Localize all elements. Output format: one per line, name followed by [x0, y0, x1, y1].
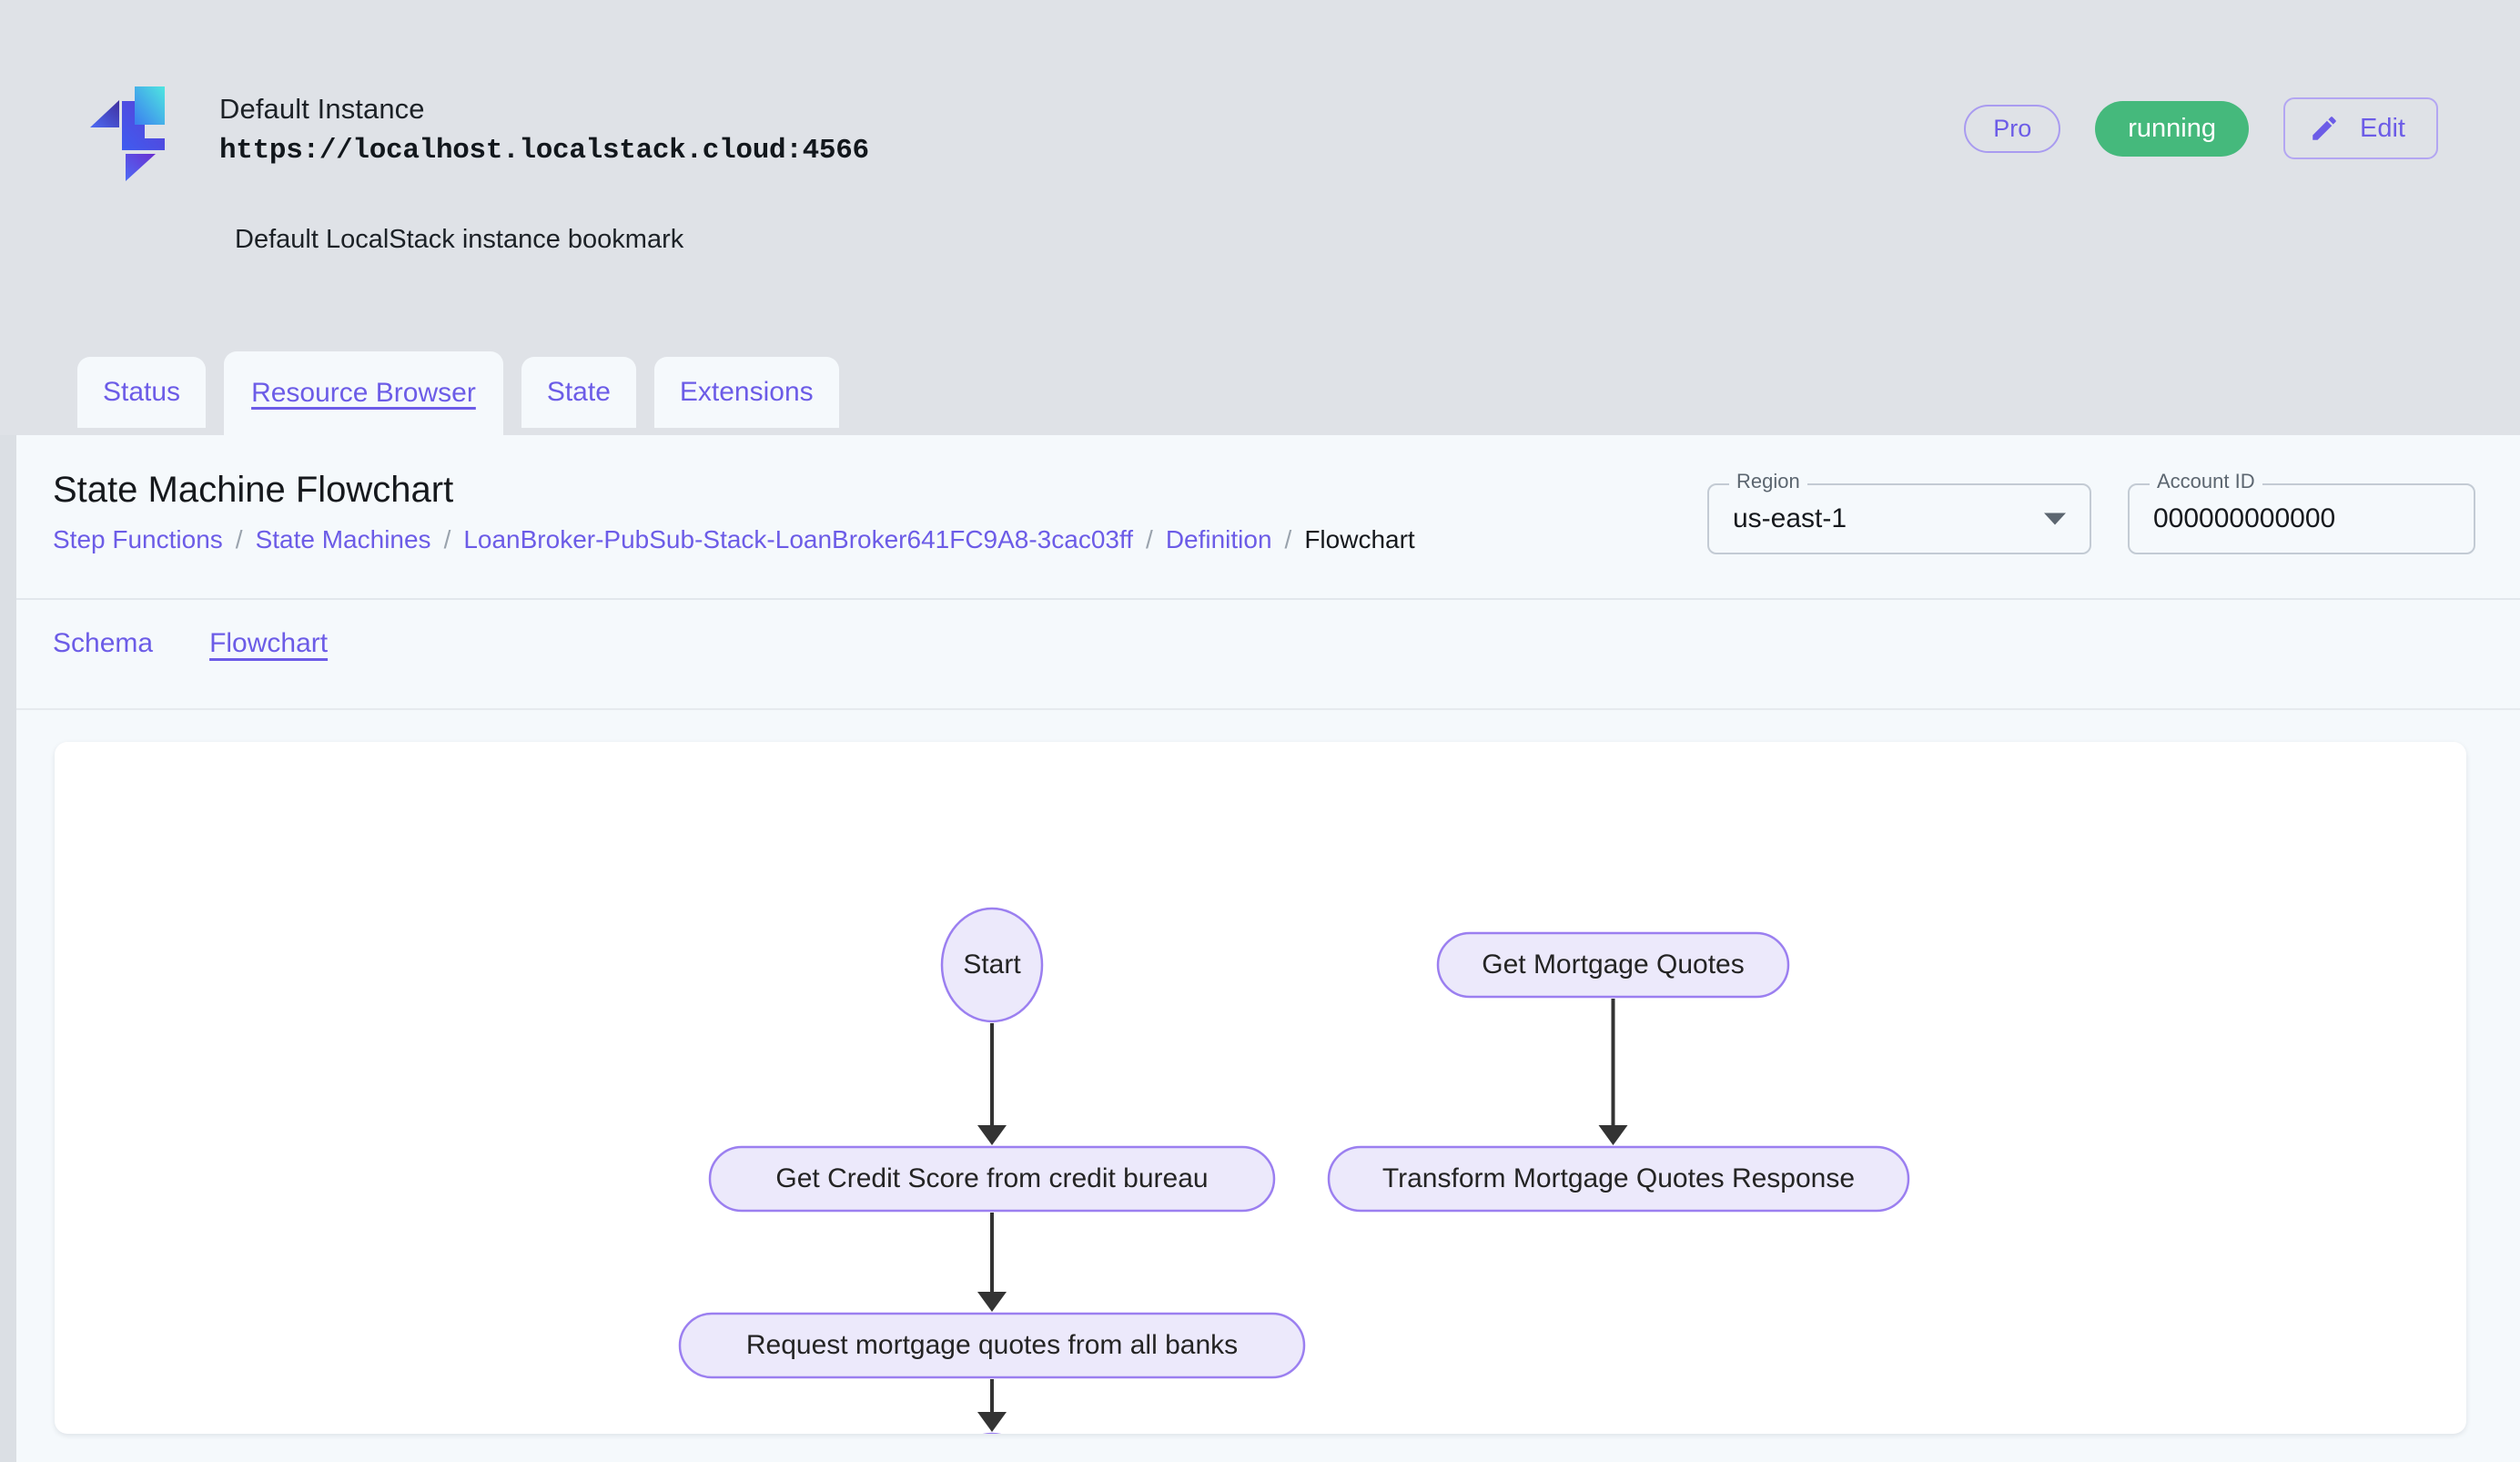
header-divider — [16, 598, 2520, 600]
instance-text-block: Default Instance https://localhost.local… — [219, 86, 869, 170]
tab-extensions[interactable]: Extensions — [653, 357, 839, 428]
subtab-flowchart[interactable]: Flowchart — [209, 628, 328, 665]
account-id-value: 000000000000 — [2153, 503, 2336, 533]
region-label: Region — [1729, 472, 1807, 492]
main-tabbar: Status Resource Browser State Extensions — [0, 351, 2520, 435]
edit-button[interactable]: Edit — [2283, 97, 2438, 159]
breadcrumb-separator: / — [235, 525, 243, 553]
edit-button-label: Edit — [2360, 113, 2405, 143]
instance-url: https://localhost.localstack.cloud:4566 — [219, 134, 869, 167]
page-title: State Machine Flowchart — [53, 470, 454, 510]
breadcrumb-state-machine-name[interactable]: LoanBroker-PubSub-Stack-LoanBroker641FC9… — [463, 525, 1134, 553]
tab-status-label: Status — [103, 377, 181, 407]
breadcrumb-state-machines[interactable]: State Machines — [255, 525, 431, 553]
region-select[interactable]: Region us-east-1 — [1707, 472, 2091, 554]
flowchart-edge-getquotes-to-transform — [1598, 999, 1628, 1145]
flowchart-node-label: Get Credit Score from credit bureau — [775, 1163, 1208, 1193]
instance-title: Default Instance — [219, 93, 425, 125]
flowchart-node-start[interactable]: Start — [940, 907, 1044, 1023]
instance-description: Default LocalStack instance bookmark — [235, 225, 684, 254]
breadcrumb-flowchart: Flowchart — [1304, 525, 1415, 553]
breadcrumb-separator: / — [443, 525, 451, 553]
flowchart-node-getquotes[interactable]: Get Mortgage Quotes — [1436, 931, 1790, 999]
subtab-divider — [16, 708, 2520, 710]
instance-summary: Default Instance https://localhost.local… — [86, 86, 869, 181]
flowchart-node-label: Get Mortgage Quotes — [1482, 949, 1745, 980]
pencil-icon — [2309, 113, 2340, 144]
page-header: State Machine Flowchart Step Functions /… — [53, 469, 1415, 554]
tab-extensions-label: Extensions — [679, 377, 814, 407]
flowchart-node-credit[interactable]: Get Credit Score from credit bureau — [708, 1145, 1276, 1213]
flowchart-edge-request-to-end — [977, 1379, 1007, 1432]
breadcrumb-definition[interactable]: Definition — [1165, 525, 1272, 553]
flowchart-node-label: Transform Mortgage Quotes Response — [1382, 1163, 1855, 1193]
localstack-logo-icon — [86, 86, 165, 181]
flowchart-node-request[interactable]: Request mortgage quotes from all banks — [678, 1312, 1306, 1379]
pro-badge[interactable]: Pro — [1964, 104, 2061, 153]
tab-resource-browser[interactable]: Resource Browser — [224, 351, 503, 435]
tab-state-label: State — [546, 377, 611, 407]
tab-status[interactable]: Status — [77, 357, 207, 428]
account-id-label: Account ID — [2150, 472, 2262, 492]
subtab-schema[interactable]: Schema — [53, 628, 153, 665]
flowchart-edge-credit-to-request — [977, 1213, 1007, 1312]
account-id-field[interactable]: Account ID 000000000000 — [2128, 472, 2475, 554]
left-gutter — [0, 435, 16, 1462]
tab-state[interactable]: State — [521, 357, 636, 428]
tab-resource-browser-label: Resource Browser — [251, 378, 476, 408]
region-value: us-east-1 — [1733, 503, 1847, 533]
status-badge[interactable]: running — [2095, 100, 2250, 157]
subtab-flowchart-label: Flowchart — [209, 628, 329, 658]
breadcrumb-separator: / — [1284, 525, 1292, 553]
subtab-schema-label: Schema — [53, 628, 154, 658]
flowchart-node-label: Request mortgage quotes from all banks — [746, 1330, 1238, 1360]
flowchart-node-label: Start — [963, 949, 1021, 980]
sub-tabbar: Schema Flowchart — [53, 628, 328, 665]
breadcrumb-separator: / — [1146, 525, 1153, 553]
breadcrumb-step-functions[interactable]: Step Functions — [53, 525, 223, 553]
flowchart-edge-start-to-credit — [977, 1023, 1007, 1145]
flowchart-edges — [977, 999, 1628, 1432]
chevron-down-icon — [2044, 513, 2066, 525]
flowchart-node-transform[interactable]: Transform Mortgage Quotes Response — [1327, 1145, 1910, 1213]
header-actions: Pro running Edit — [1964, 97, 2438, 159]
breadcrumb: Step Functions / State Machines / LoanBr… — [53, 525, 1415, 554]
